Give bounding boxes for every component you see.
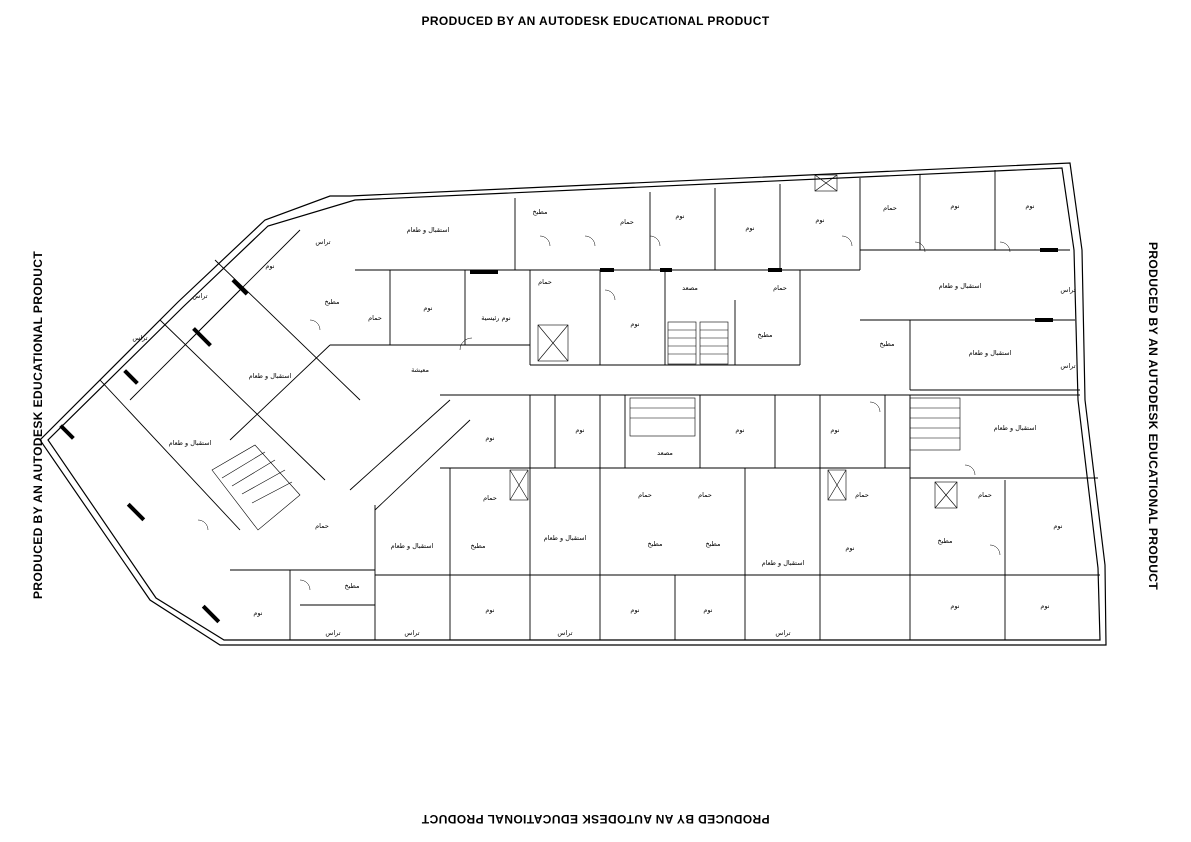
label-terrace-9: تراس	[1060, 362, 1075, 370]
label-kitchen-5: مطبخ	[471, 542, 486, 550]
label-terrace-6: تراس	[557, 629, 572, 637]
label-reception-1: استقبال و طعام	[407, 226, 450, 234]
label-reception-6: استقبال و طعام	[994, 424, 1037, 432]
label-bathroom-2: حمام	[620, 218, 634, 226]
label-kitchen-4: مطبخ	[325, 298, 340, 306]
label-bedroom-3: نوم	[815, 216, 824, 224]
label-bathroom-8: حمام	[698, 491, 712, 499]
label-kitchen-8: مطبخ	[938, 537, 953, 545]
label-bedroom-9: نوم	[575, 426, 584, 434]
label-bedroom-14: نوم	[485, 606, 494, 614]
stairs	[211, 321, 961, 531]
label-bathroom-11: حمام	[315, 522, 329, 530]
label-bedroom-15: نوم	[630, 606, 639, 614]
label-reception-7: استقبال و طعام	[391, 542, 434, 550]
label-bathroom-1: حمام	[538, 278, 552, 286]
label-terrace-5: تراس	[404, 629, 419, 637]
label-bedroom-20: نوم	[845, 544, 854, 552]
label-terrace-4: تراس	[325, 629, 340, 637]
label-reception-8: استقبال و طعام	[544, 534, 587, 542]
label-kitchen-7: مطبخ	[706, 540, 721, 548]
label-kitchen-9: مطبخ	[345, 582, 360, 590]
label-bathroom-7: حمام	[638, 491, 652, 499]
label-elevator-1: مصعد	[682, 284, 698, 292]
label-bathroom-10: حمام	[978, 491, 992, 499]
label-bedroom-4: نوم	[950, 202, 959, 210]
label-reception-2: استقبال و طعام	[939, 282, 982, 290]
label-bedroom-8: نوم	[485, 434, 494, 442]
watermark-top: PRODUCED BY AN AUTODESK EDUCATIONAL PROD…	[421, 14, 770, 28]
room-labels: استقبال و طعام استقبال و طعام استقبال و …	[132, 202, 1075, 637]
label-terrace-8: تراس	[1060, 286, 1075, 294]
label-bedroom-6: نوم	[423, 304, 432, 312]
label-bedroom-2: نوم	[745, 224, 754, 232]
label-bathroom-4: حمام	[883, 204, 897, 212]
label-reception-5: استقبال و طعام	[169, 439, 212, 447]
label-bedroom-7: نوم	[630, 320, 639, 328]
label-bedroom-16: نوم	[703, 606, 712, 614]
building-outline	[39, 162, 1107, 646]
label-bedroom-12: نوم	[265, 262, 274, 270]
label-living: معيشة	[411, 366, 429, 374]
label-terrace-1: تراس	[315, 238, 330, 246]
label-master-bedroom: نوم رئيسية	[481, 314, 511, 322]
label-terrace-2: تراس	[192, 292, 207, 300]
label-bedroom-19: نوم	[1053, 522, 1062, 530]
label-bedroom-10: نوم	[735, 426, 744, 434]
label-kitchen-2: مطبخ	[758, 331, 773, 339]
label-bathroom-9: حمام	[855, 491, 869, 499]
label-terrace-3: تراس	[132, 334, 147, 342]
label-bathroom-6: حمام	[483, 494, 497, 502]
label-bedroom-17: نوم	[950, 602, 959, 610]
label-kitchen-1: مطبخ	[533, 208, 548, 216]
interior-walls	[99, 170, 1100, 640]
label-bathroom-3: حمام	[773, 284, 787, 292]
outer-walls	[39, 162, 1107, 646]
label-bedroom-5: نوم	[1025, 202, 1034, 210]
label-reception-3: استقبال و طعام	[969, 349, 1012, 357]
label-bedroom-11: نوم	[830, 426, 839, 434]
shafts	[509, 174, 958, 509]
label-bedroom-1: نوم	[675, 212, 684, 220]
label-terrace-7: تراس	[775, 629, 790, 637]
label-bedroom-18: نوم	[1040, 602, 1049, 610]
doors	[197, 235, 1011, 591]
label-kitchen-3: مطبخ	[880, 340, 895, 348]
label-reception-9: استقبال و طعام	[762, 559, 805, 567]
label-kitchen-6: مطبخ	[648, 540, 663, 548]
label-elevator-2: مصعد	[657, 449, 673, 457]
building-outline-inner	[47, 167, 1101, 641]
hatched-walls	[59, 248, 1058, 624]
label-bedroom-13: نوم	[253, 609, 262, 617]
label-bathroom-5: حمام	[368, 314, 382, 322]
label-reception-4: استقبال و طعام	[249, 372, 292, 380]
